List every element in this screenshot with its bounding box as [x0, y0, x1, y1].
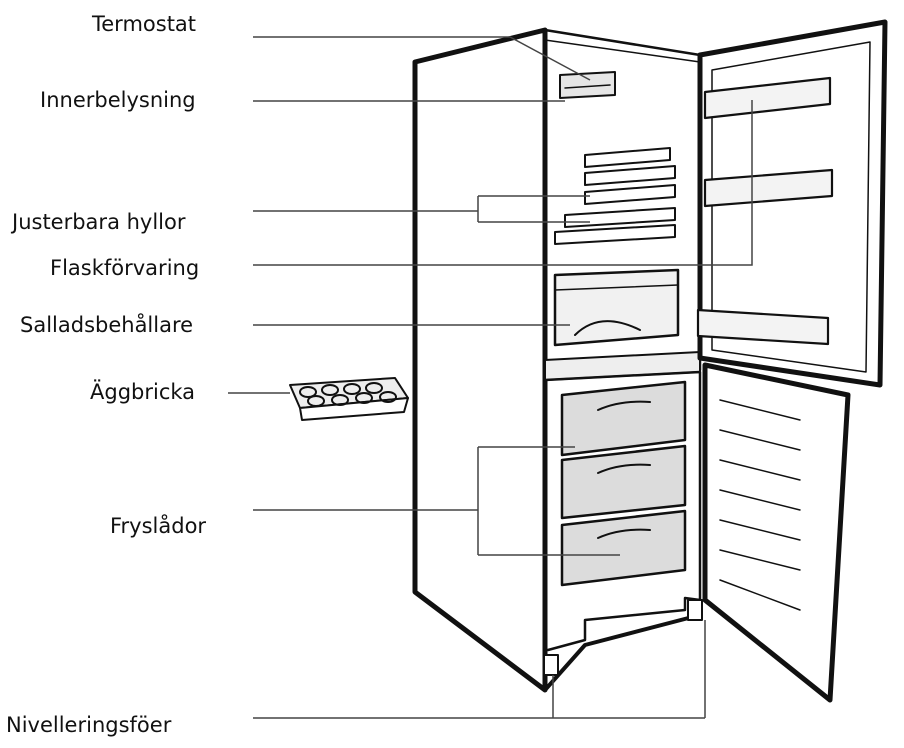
leader-justerbara — [253, 195, 590, 223]
label-nivel: Nivelleringsföer — [6, 713, 172, 737]
label-agg: Äggbricka — [90, 380, 196, 404]
freezer-interior — [543, 370, 702, 652]
label-sallad: Salladsbehållare — [20, 313, 194, 337]
label-termostat: Termostat — [92, 12, 197, 36]
thermostat-housing — [559, 71, 616, 99]
crisper-drawer — [553, 268, 680, 347]
freezer-drawers — [560, 380, 687, 587]
left-foot — [543, 654, 559, 676]
shelves — [554, 147, 676, 245]
label-flask: Flaskförvaring — [50, 256, 200, 280]
leader-flask — [253, 100, 753, 266]
label-frys: Fryslådor — [110, 514, 207, 538]
cabinet-outline — [412, 27, 548, 693]
label-justerbara: Justerbara hyllor — [12, 210, 186, 234]
leader-frys — [253, 446, 620, 556]
leader-nivel — [253, 620, 706, 719]
freezer-door — [702, 362, 851, 703]
right-foot — [687, 599, 703, 621]
leader-termostat — [253, 36, 591, 81]
door-bins — [696, 76, 834, 346]
cabinet-base — [543, 613, 702, 692]
freezer-door-ribs — [719, 399, 801, 611]
egg-tray — [289, 377, 409, 421]
leader-lines — [228, 36, 753, 719]
label-innerbelysning: Innerbelysning — [40, 88, 196, 112]
